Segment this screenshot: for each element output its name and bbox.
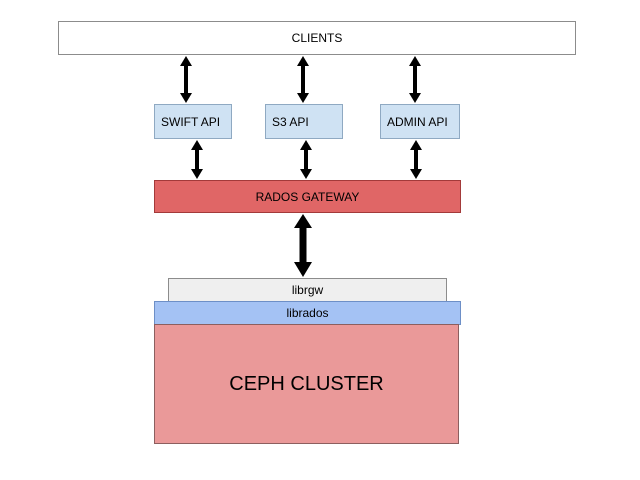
librgw-box: librgw	[168, 278, 447, 302]
ceph-cluster-box: CEPH CLUSTER	[154, 324, 459, 444]
rados-gateway-label: RADOS GATEWAY	[255, 189, 360, 204]
arrow-s3-gateway	[300, 140, 312, 179]
clients-label: CLIENTS	[291, 31, 343, 45]
librados-label: librados	[286, 306, 329, 320]
arrow-clients-admin	[409, 56, 421, 103]
admin-api-label: ADMIN API	[387, 114, 448, 129]
swift-api-label: SWIFT API	[161, 114, 221, 129]
arrow-clients-swift	[180, 56, 192, 103]
ceph-cluster-label: CEPH CLUSTER	[229, 372, 384, 395]
swift-api-box: SWIFT API	[154, 104, 232, 139]
s3-api-label: S3 API	[272, 114, 309, 129]
clients-box: CLIENTS	[58, 21, 576, 55]
arrow-swift-gateway	[191, 140, 203, 179]
librgw-label: librgw	[291, 283, 324, 297]
rados-gateway-box: RADOS GATEWAY	[154, 180, 461, 213]
librados-box: librados	[154, 301, 461, 325]
admin-api-box: ADMIN API	[380, 104, 460, 139]
s3-api-box: S3 API	[265, 104, 343, 139]
arrow-clients-s3	[297, 56, 309, 103]
arrow-admin-gateway	[410, 140, 422, 179]
arrow-gateway-librgw	[294, 214, 312, 277]
